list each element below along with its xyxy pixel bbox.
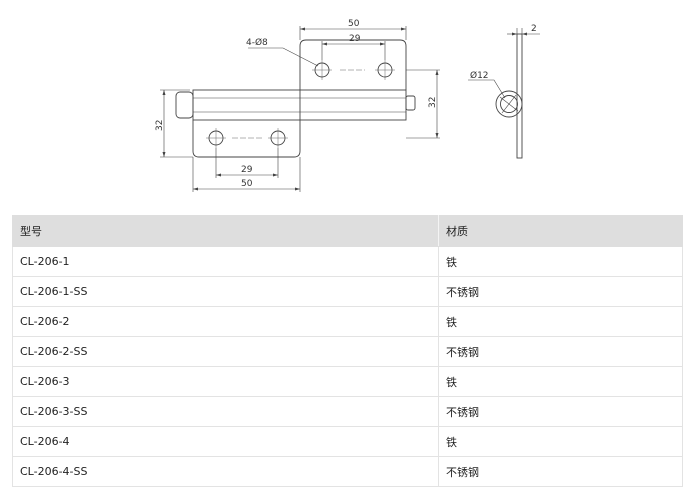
dim-top-hole-spacing: 29	[349, 34, 361, 44]
cell-material: 不锈钢	[438, 276, 683, 307]
table-row: CL-206-2 铁	[12, 306, 683, 337]
left-pin	[175, 91, 194, 119]
header-model: 型号	[12, 215, 439, 247]
dim-holes: 4-Ø8	[246, 37, 268, 48]
table-row: CL-206-4 铁	[12, 426, 683, 457]
cell-model: CL-206-3	[12, 366, 439, 397]
side-view-barrel-outer	[495, 90, 523, 118]
table-row: CL-206-2-SS 不锈钢	[12, 336, 683, 367]
cell-material: 铁	[438, 306, 683, 337]
table-row: CL-206-1-SS 不锈钢	[12, 276, 683, 307]
cell-model: CL-206-1-SS	[12, 276, 439, 307]
lower-leaf-outline	[192, 120, 301, 158]
table-row: CL-206-3 铁	[12, 366, 683, 397]
cell-material: 不锈钢	[438, 396, 683, 427]
dim-top-width: 50	[348, 19, 360, 29]
dim-left-height: 32	[155, 120, 165, 131]
hinge-barrel	[192, 89, 407, 121]
table-row: CL-206-3-SS 不锈钢	[12, 396, 683, 427]
table-row: CL-206-4-SS 不锈钢	[12, 456, 683, 487]
specification-table: 型号 材质 CL-206-1 铁 CL-206-1-SS 不锈钢 CL-206-…	[12, 215, 683, 487]
table-header-row: 型号 材质	[12, 215, 683, 247]
header-material: 材质	[438, 215, 683, 247]
table-row: CL-206-1 铁	[12, 246, 683, 277]
right-pin	[405, 95, 416, 111]
cell-material: 不锈钢	[438, 336, 683, 367]
cell-model: CL-206-2-SS	[12, 336, 439, 367]
cell-model: CL-206-4	[12, 426, 439, 457]
dim-right-height: 32	[428, 97, 438, 108]
hinge-technical-drawing: 4-Ø8 50 29 32 32 29 50 Ø12 2	[155, 19, 540, 192]
cell-material: 不锈钢	[438, 456, 683, 487]
cell-model: CL-206-2	[12, 306, 439, 337]
cell-material: 铁	[438, 366, 683, 397]
dim-bottom-width: 50	[241, 179, 253, 189]
dim-thickness: 2	[531, 24, 537, 34]
cell-material: 铁	[438, 246, 683, 277]
cell-model: CL-206-1	[12, 246, 439, 277]
cell-model: CL-206-4-SS	[12, 456, 439, 487]
side-view-barrel-inner	[500, 95, 518, 113]
upper-leaf-outline	[299, 39, 407, 58]
dim-bottom-hole-spacing: 29	[241, 165, 253, 175]
side-view-plate	[516, 33, 523, 159]
cell-model: CL-206-3-SS	[12, 396, 439, 427]
cell-material: 铁	[438, 426, 683, 457]
dim-pin-diameter: Ø12	[470, 70, 489, 81]
